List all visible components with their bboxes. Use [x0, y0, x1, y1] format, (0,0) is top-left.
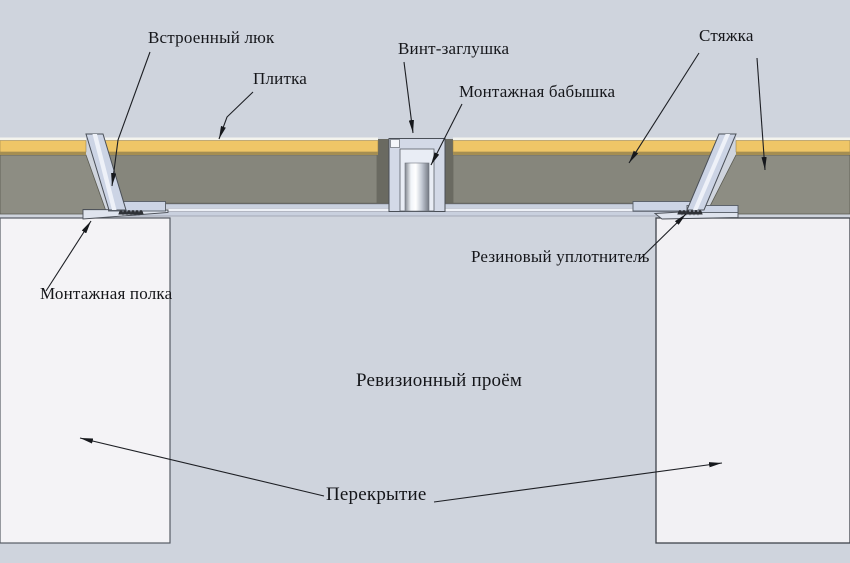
leader-mounting-boss [430, 103, 463, 166]
tile-layer [0, 137, 850, 155]
tile-segment [735, 137, 850, 155]
screed-cut-edge-left [377, 139, 389, 211]
leader-screed-a [628, 52, 700, 164]
label-tile: Плитка [253, 69, 308, 88]
label-screw-plug: Винт-заглушка [398, 39, 510, 58]
left-hatch-profile [85, 133, 127, 211]
rubber-seal-right [677, 210, 703, 216]
leader-mounting-shelf [45, 220, 92, 292]
leader-tile [218, 91, 254, 140]
leader-screed-b [756, 57, 767, 171]
label-rubber-seal: Резиновый уплотнитель [471, 247, 650, 266]
tile-segment [452, 137, 720, 155]
tile-segment [103, 137, 379, 155]
label-floor-slab: Перекрытие [326, 484, 427, 505]
leader-floor-slab-left [79, 437, 325, 497]
rubber-seal-left [118, 210, 144, 216]
tile-segment [0, 137, 87, 155]
leader-rubber-seal [639, 213, 687, 260]
label-inspection-opening: Ревизионный проём [356, 370, 523, 391]
label-mounting-shelf: Монтажная полка [40, 284, 173, 303]
screw-plug-assembly [388, 138, 446, 212]
label-mounting-boss: Монтажная бабышка [459, 82, 616, 101]
right-floor-slab [655, 217, 850, 544]
left-floor-slab [0, 217, 171, 544]
screw-plug-cylinder [404, 162, 430, 212]
leader-lines [45, 51, 767, 503]
label-built-in-hatch: Встроенный люк [148, 28, 275, 47]
screed-cut-edge-right [445, 139, 453, 211]
right-hatch-profile [686, 133, 737, 211]
leader-floor-slab-right [433, 462, 723, 503]
label-screed: Стяжка [699, 26, 754, 45]
leader-built-in-hatch [111, 51, 151, 187]
boss-notch [390, 139, 400, 148]
leader-screw-plug [403, 61, 414, 134]
